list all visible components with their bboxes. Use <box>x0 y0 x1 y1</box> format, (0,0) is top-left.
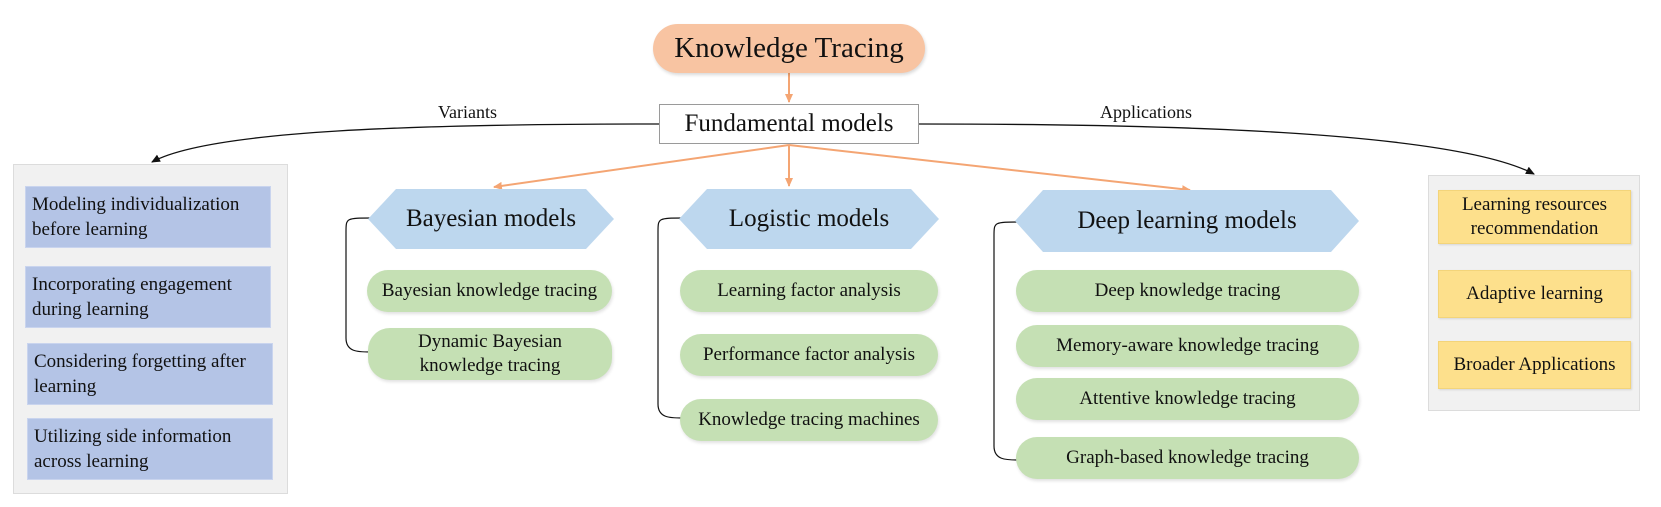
application-item: Broader Applications <box>1438 341 1631 389</box>
bayesian-models-header: Bayesian models <box>368 189 614 249</box>
application-item: Learning resources recommendation <box>1438 190 1631 244</box>
bracket-bayesian <box>345 217 373 353</box>
variant-item: Modeling individualization before learni… <box>25 186 271 248</box>
variants-edge-label: Variants <box>438 102 497 122</box>
root-node: Knowledge Tracing <box>653 24 925 73</box>
arrow-applications <box>918 123 1535 175</box>
model-item-deep-knowledge-tracing: Deep knowledge tracing <box>1016 270 1359 312</box>
logistic-models-header: Logistic models <box>679 189 939 249</box>
model-item-memory-aware-knowledge-tracing: Memory-aware knowledge tracing <box>1016 325 1359 367</box>
applications-edge-label: Applications <box>1100 102 1192 122</box>
model-item-performance-factor-analysis: Performance factor analysis <box>680 334 938 376</box>
bracket-logistic <box>657 217 685 419</box>
model-item-graph-based-knowledge-tracing: Graph-based knowledge tracing <box>1016 437 1359 479</box>
model-item-bayesian-knowledge-tracing: Bayesian knowledge tracing <box>367 270 612 312</box>
model-item-knowledge-tracing-machines: Knowledge tracing machines <box>680 399 938 441</box>
variant-item: Utilizing side information across learni… <box>27 418 273 480</box>
application-item: Adaptive learning <box>1438 270 1631 318</box>
deep-learning-models-header: Deep learning models <box>1015 190 1359 252</box>
model-item-dynamic-bayesian-knowledge-tracing: Dynamic Bayesian knowledge tracing <box>368 328 612 380</box>
variant-item: Incorporating engagement during learning <box>25 266 271 328</box>
arrow-to-deep <box>788 144 1191 194</box>
fundamental-models-node: Fundamental models <box>659 104 919 144</box>
arrow-to-bayesian <box>493 144 790 190</box>
model-item-attentive-knowledge-tracing: Attentive knowledge tracing <box>1016 378 1359 420</box>
arrow-variants <box>151 123 660 163</box>
model-item-learning-factor-analysis: Learning factor analysis <box>680 270 938 312</box>
bracket-deep <box>993 221 1021 461</box>
variant-item: Considering forgetting after learning <box>27 343 273 405</box>
